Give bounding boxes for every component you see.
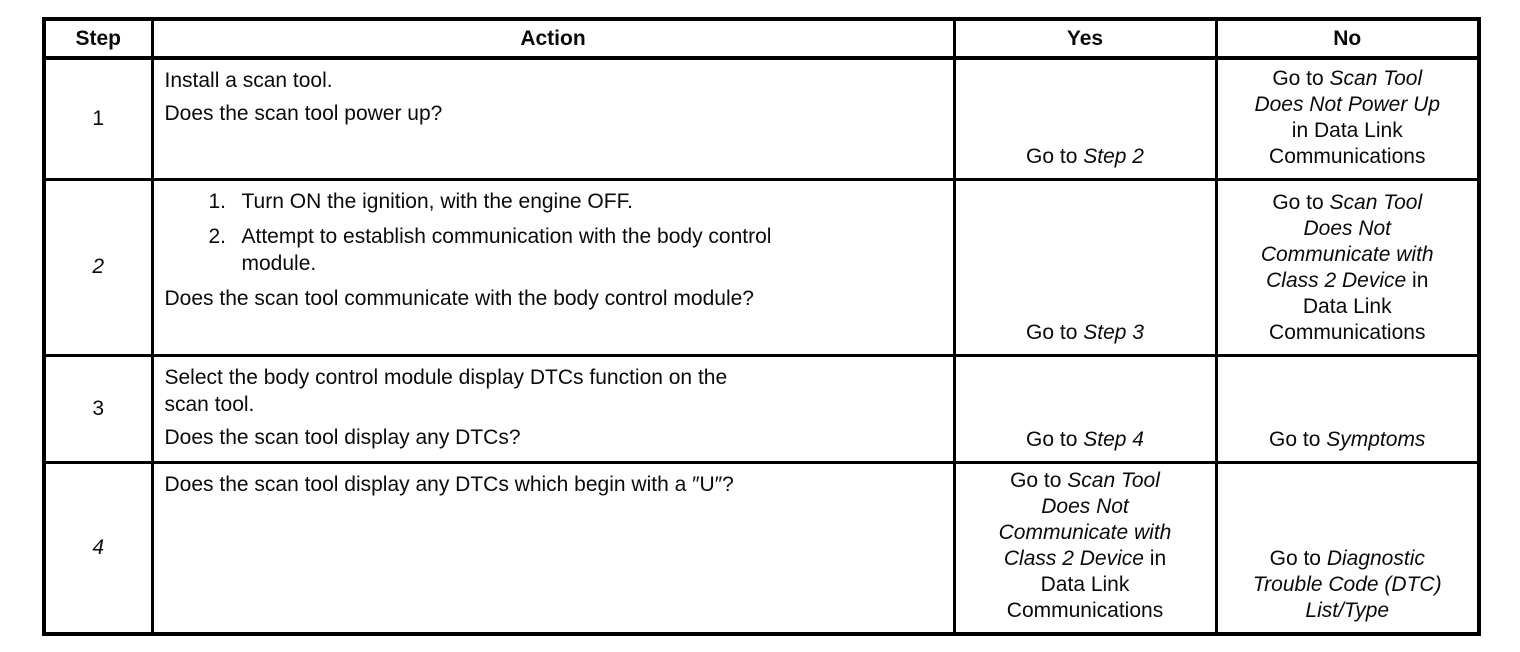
text-run: Scan Tool Does Not Communicate with Clas… [1260, 190, 1434, 292]
text-run: Go to [1272, 66, 1330, 90]
column-header-step: Step [42, 17, 154, 60]
list-item-text: Attempt to establish communication with … [241, 224, 772, 275]
table-row: 2 1. Turn ON the ignition, with the engine… [42, 177, 1481, 357]
action-paragraph: Does the scan tool communicate with the … [164, 286, 755, 310]
text-run: Step 2 [1083, 144, 1144, 168]
go-to-reference: Go to Step 3 [962, 320, 1209, 346]
step-number: 2 [92, 255, 105, 278]
text-run: Go to [1026, 427, 1084, 451]
no-cell: Go to Symptoms [1214, 353, 1481, 464]
no-cell: Go to Scan Tool Does Not Power Up in Dat… [1214, 56, 1481, 181]
diagnostic-table: Step Action Yes No 1 Install a scan tool.… [42, 17, 1481, 636]
text-run: Go to [1026, 320, 1084, 344]
text-run: Go to [1269, 427, 1327, 451]
text-run: Diagnostic Trouble Code (DTC) List/Type [1252, 546, 1442, 622]
step-cell: 4 [42, 460, 154, 635]
header-row: Step Action Yes No [42, 17, 1481, 60]
text-run: Scan Tool Does Not Communicate with Clas… [998, 468, 1172, 570]
list-item-number: 1. [208, 189, 227, 213]
text-run: Go to [1010, 468, 1068, 492]
action-cell: Select the body control module display D… [150, 353, 956, 464]
go-to-reference: Go to Scan Tool Does Not Power Up in Dat… [1224, 66, 1472, 170]
text-run: Go to [1272, 190, 1330, 214]
list-item-text: Turn ON the ignition, with the engine OF… [241, 189, 633, 213]
go-to-reference: Go to Scan Tool Does Not Communicate wit… [962, 468, 1209, 624]
action-cell: Install a scan tool. Does the scan tool p… [150, 56, 956, 181]
action-paragraph: Install a scan tool. [164, 69, 333, 92]
column-header-action: Action [150, 17, 956, 60]
column-header-yes: Yes [952, 17, 1218, 60]
step-cell: 1 [42, 56, 154, 181]
action-paragraph: Does the scan tool display any DTCs whic… [164, 472, 734, 496]
no-cell: Go to Scan Tool Does Not Communicate wit… [1214, 177, 1481, 357]
list-item-number: 2. [208, 224, 227, 248]
go-to-reference: Go to Scan Tool Does Not Communicate wit… [1224, 190, 1472, 346]
text-run: Go to [1269, 546, 1327, 570]
text-run: Step 4 [1083, 427, 1144, 451]
action-paragraph: Does the scan tool power up? [164, 102, 443, 125]
column-header-no: No [1214, 17, 1481, 60]
text-run: Step 3 [1083, 320, 1144, 344]
text-run: Go to [1026, 144, 1084, 168]
go-to-reference: Go to Step 2 [962, 144, 1209, 170]
go-to-reference: Go to Diagnostic Trouble Code (DTC) List… [1224, 546, 1472, 624]
yes-cell: Go to Scan Tool Does Not Communicate wit… [952, 460, 1218, 635]
text-run: in Data Link Communications [1269, 268, 1429, 344]
yes-cell: Go to Step 3 [952, 177, 1218, 357]
table-row: 1 Install a scan tool. Does the scan tool … [42, 56, 1481, 181]
action-list-item: 2. Attempt to establish communication wit… [209, 223, 941, 277]
go-to-reference: Go to Symptoms [1224, 427, 1472, 453]
text-run: Symptoms [1326, 427, 1426, 451]
step-cell: 3 [42, 353, 154, 464]
text-run: in Data Link Communications [1269, 118, 1426, 168]
yes-cell: Go to Step 2 [952, 56, 1218, 181]
step-cell: 2 [42, 177, 154, 357]
action-paragraph: Select the body control module display D… [164, 365, 728, 416]
action-paragraph: Does the scan tool display any DTCs? [164, 425, 521, 449]
step-number: 3 [92, 396, 105, 420]
step-number: 1 [92, 106, 105, 130]
action-cell: Does the scan tool display any DTCs whic… [150, 460, 956, 635]
table-row: 3 Select the body control module display … [42, 353, 1481, 464]
text-run: in Data Link Communications [1006, 546, 1167, 622]
go-to-reference: Go to Step 4 [962, 427, 1209, 453]
no-cell: Go to Diagnostic Trouble Code (DTC) List… [1214, 460, 1481, 635]
step-number: 4 [92, 535, 105, 559]
action-cell: 1. Turn ON the ignition, with the engine … [150, 177, 956, 357]
action-list-item: 1. Turn ON the ignition, with the engine … [209, 188, 941, 215]
table-row: 4 Does the scan tool display any DTCs whi… [42, 460, 1481, 635]
yes-cell: Go to Step 4 [952, 353, 1218, 464]
text-run: Scan Tool Does Not Power Up [1254, 66, 1441, 116]
